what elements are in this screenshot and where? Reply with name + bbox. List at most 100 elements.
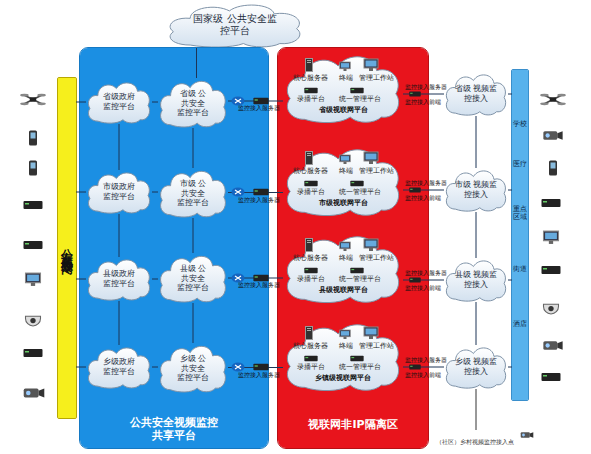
annotation-label: 监控接入前端: [405, 98, 441, 105]
node-text: 核心服务器: [293, 342, 328, 350]
node-text: 公安视频专网: [60, 239, 74, 257]
dome-camera-icon: [26, 316, 41, 326]
node-text: 核心服务器: [293, 167, 328, 175]
video-access-cloud: 乡级 视频监控接入: [444, 345, 508, 389]
video-network-cloud: 核心服务器终端管理工作站录播平台统一管理平台乡镇级视联网平台: [283, 320, 403, 392]
connector-line: [193, 128, 194, 168]
connector-line: [119, 301, 120, 345]
access-gear: [232, 92, 421, 372]
connector-line: [119, 214, 120, 257]
annotation-label: 监控接入服务器: [405, 356, 447, 363]
node-text: 核心服务器: [293, 254, 328, 262]
connector-line: [228, 278, 283, 279]
connector-line: [403, 280, 444, 281]
security-platform-cloud: 县级 公共安全 监控平台: [158, 253, 228, 303]
connector-line: [152, 367, 158, 368]
monitor-icon: [26, 273, 41, 286]
cloud-shape: [161, 256, 226, 302]
security-platform-cloud: 市级 公共安全 监控平台: [158, 168, 228, 218]
annotation-label: 监控接入前端: [405, 284, 441, 291]
national-platform-cloud: 国家级 公共安全监控平台: [165, 2, 305, 48]
node-text: 乡级 视频监控接入: [451, 357, 501, 376]
workstation-icon: [364, 59, 378, 71]
connector-line: [196, 48, 197, 78]
video-access-cloud: 市级 视频监控接入: [444, 168, 508, 212]
connector-line: [508, 280, 512, 281]
annotation-label: 监控接入前端: [405, 194, 441, 201]
recorder-icon: [24, 201, 43, 209]
connector-line: [508, 367, 512, 368]
server-icon: [253, 189, 268, 195]
drone-icon: [20, 94, 46, 105]
video-network-cloud: 核心服务器终端管理工作站录播平台统一管理平台市级视联网平台: [283, 145, 403, 217]
node-text: 市级 视频监控接入: [451, 180, 501, 199]
node-text: 终端: [339, 254, 353, 262]
cloud-shape: [446, 75, 505, 115]
connector-line: [403, 190, 444, 191]
node-text: 乡级政府监控平台: [101, 357, 137, 376]
node-text: 省级政府监控平台: [101, 92, 137, 111]
workstation-icon: [364, 327, 378, 339]
node-text: 录播平台: [297, 275, 325, 283]
server-icon: [253, 364, 268, 370]
rack-icon: [304, 268, 317, 274]
node-text: 视联网非IP隔离区: [278, 418, 428, 431]
connector-line: [476, 116, 477, 168]
gov-platform-cloud: 市级政府监控平台: [86, 170, 152, 214]
rack-icon: [350, 268, 363, 274]
rack-icon: [304, 88, 317, 94]
connector-line: [193, 303, 194, 343]
connector-line: [508, 190, 512, 191]
node-text: 录播平台: [297, 95, 325, 103]
server-tower-icon: [306, 327, 313, 340]
node-text: 省级 公共安全 监控平台: [176, 89, 210, 118]
node-text: 核心服务器: [293, 74, 328, 82]
recorder-icon: [542, 373, 561, 381]
node-text: 县级视联网平台: [283, 286, 403, 294]
annotation-label: 监控接入服务器: [405, 269, 447, 276]
node-text: 省级 视频监控接入: [451, 84, 501, 103]
rack-icon: [304, 181, 317, 187]
node-text: 乡级 公共安全 监控平台: [176, 354, 210, 383]
cloud-shape: [446, 171, 505, 211]
server-icon: [253, 275, 268, 281]
annotation-label: 监控接入服务器: [405, 83, 447, 90]
server-icon: [253, 98, 268, 104]
connector-line: [76, 102, 86, 103]
node-text: 统一管理平台: [339, 275, 381, 283]
video-network-cloud: 核心服务器终端管理工作站录播平台统一管理平台县级视联网平台: [283, 232, 403, 304]
connector-line: [476, 212, 477, 258]
video-access-cloud: 省级 视频监控接入: [444, 72, 508, 116]
server-tower-icon: [306, 59, 313, 72]
node-text: 市级 公共安全 监控平台: [176, 179, 210, 208]
connector-line: [119, 124, 120, 170]
workstation-icon: [364, 239, 378, 251]
node-text: 学校: [512, 120, 528, 128]
connector-line: [508, 94, 512, 95]
cloud-shape: [88, 260, 149, 300]
annotation-label: 监控接入前端: [405, 371, 441, 378]
node-text: 街道: [512, 265, 528, 273]
annotation-label: 监控接入服务器: [238, 196, 280, 203]
connector-line: [152, 192, 158, 193]
connector-line: [228, 101, 283, 102]
node-text: 市级视联网平台: [283, 199, 403, 207]
node-text: 县级 公共安全 监控平台: [176, 264, 210, 293]
server-icon: [409, 278, 420, 283]
cloud-shape: [88, 348, 149, 388]
recorder-icon: [542, 199, 561, 207]
cloud-shape: [170, 5, 300, 47]
connector-line: [76, 367, 86, 368]
node-text: 酒店: [512, 320, 528, 328]
recorder-icon: [24, 349, 43, 357]
video-network-cloud: 核心服务器终端管理工作站录播平台统一管理平台省级视联网平台: [283, 52, 403, 124]
annotation-label: 监控接入服务器: [238, 104, 280, 111]
video-access-cloud: 县级 视频监控接入: [444, 258, 508, 302]
node-text: 医疗: [512, 160, 528, 168]
isolation-zone-region: 视联网非IP隔离区核心服务器终端管理工作站录播平台统一管理平台省级视联网平台核心…: [278, 48, 428, 448]
annotation-label: 监控接入服务器: [238, 281, 280, 288]
node-text: 重点区域: [512, 205, 528, 222]
dome-camera-icon: [544, 304, 559, 314]
connector-line: [152, 102, 158, 103]
